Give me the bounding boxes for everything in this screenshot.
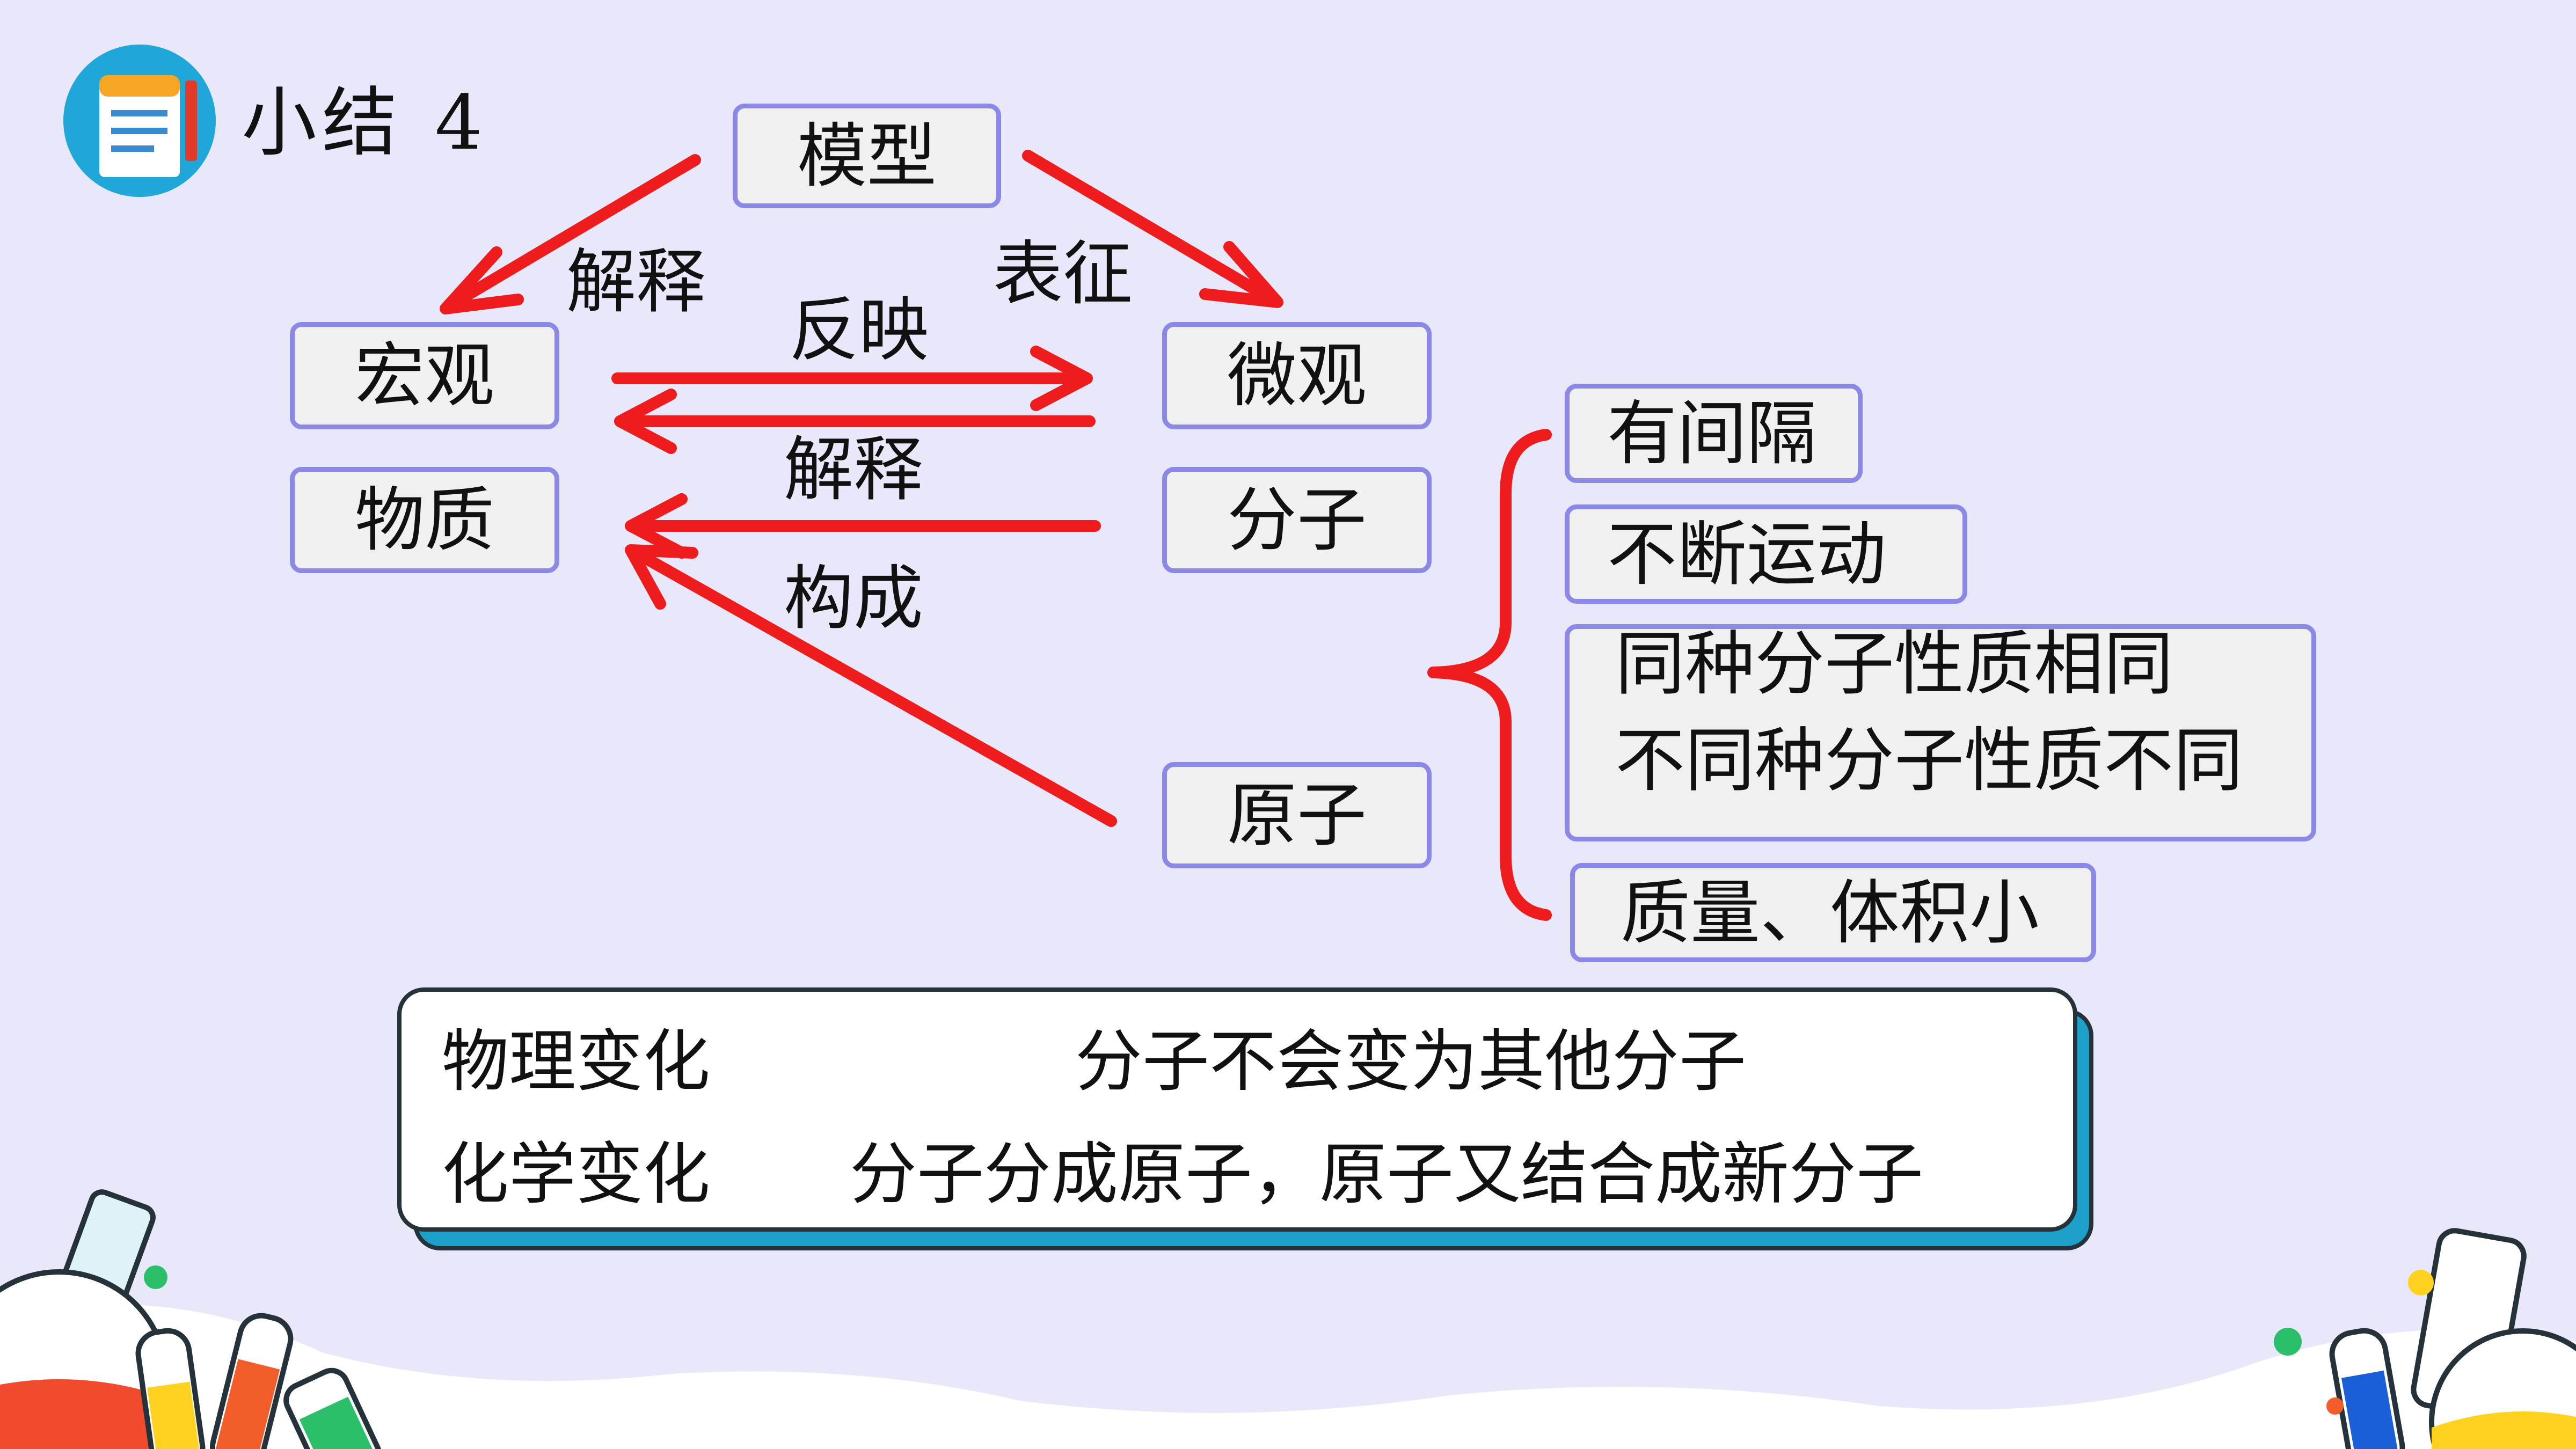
substance-box: 物质: [290, 467, 559, 573]
summary-row-physical-label: 物理变化: [442, 1023, 710, 1101]
arrow-macro-to-micro: [611, 346, 1093, 411]
property-same-label: 同种分子性质相同: [1615, 623, 2174, 705]
summary-row-chemical-text: 分子分成原子，原子又结合成新分子: [850, 1136, 1923, 1213]
edge-label-composition: 构成: [784, 558, 924, 639]
model-box: 模型: [733, 104, 1001, 208]
molecule-box: 分子: [1162, 467, 1432, 573]
arrow-micro-to-macro: [614, 389, 1096, 454]
property-small-label: 质量、体积小: [1621, 872, 2040, 954]
arrow-model-to-micro: [1022, 150, 1283, 308]
test-tubes-left-icon: [135, 1313, 382, 1449]
macro-box: 宏观: [290, 322, 559, 429]
property-small: 质量、体积小: [1570, 863, 2096, 962]
substance-label: 物质: [354, 479, 494, 561]
property-same-different: 同种分子性质相同 不同种分子性质不同: [1565, 624, 2316, 841]
test-tubes-right-icon: [2274, 1228, 2576, 1449]
atom-box: 原子: [1162, 762, 1432, 868]
molecule-label: 分子: [1227, 479, 1367, 561]
summary-row-physical-text: 分子不会变为其他分子: [1075, 1023, 1746, 1101]
summary-card: 物理变化 分子不会变为其他分子 化学变化 分子分成原子，原子又结合成新分子: [397, 987, 2077, 1232]
edge-label-model-to-macro: 解释: [566, 241, 706, 323]
arrow-atom-to-substance: [625, 544, 1117, 827]
title-label: 小结: [242, 79, 403, 167]
summary-row-chemical-label: 化学变化: [442, 1136, 710, 1213]
notepad-icon: [63, 45, 216, 197]
edge-label-macro-to-micro: 反映: [789, 289, 929, 371]
micro-label: 微观: [1227, 335, 1367, 416]
arrow-molecule-to-substance: [625, 493, 1101, 559]
property-different-label: 不同种分子性质不同: [1615, 720, 2244, 801]
atom-label: 原子: [1227, 774, 1367, 856]
arrow-model-to-macro: [440, 154, 701, 314]
property-spacing: 有间隔: [1565, 384, 1863, 483]
micro-box: 微观: [1162, 322, 1432, 429]
model-label: 模型: [797, 115, 937, 197]
macro-label: 宏观: [354, 335, 494, 416]
property-spacing-label: 有间隔: [1607, 392, 1817, 474]
property-motion-label: 不断运动: [1607, 513, 1887, 595]
property-brace: [1427, 429, 1552, 921]
edge-label-micro-to-macro: 解释: [784, 429, 924, 510]
property-motion: 不断运动: [1565, 504, 1967, 604]
title-number: 4: [435, 79, 488, 167]
edge-label-model-to-micro: 表征: [993, 233, 1133, 314]
